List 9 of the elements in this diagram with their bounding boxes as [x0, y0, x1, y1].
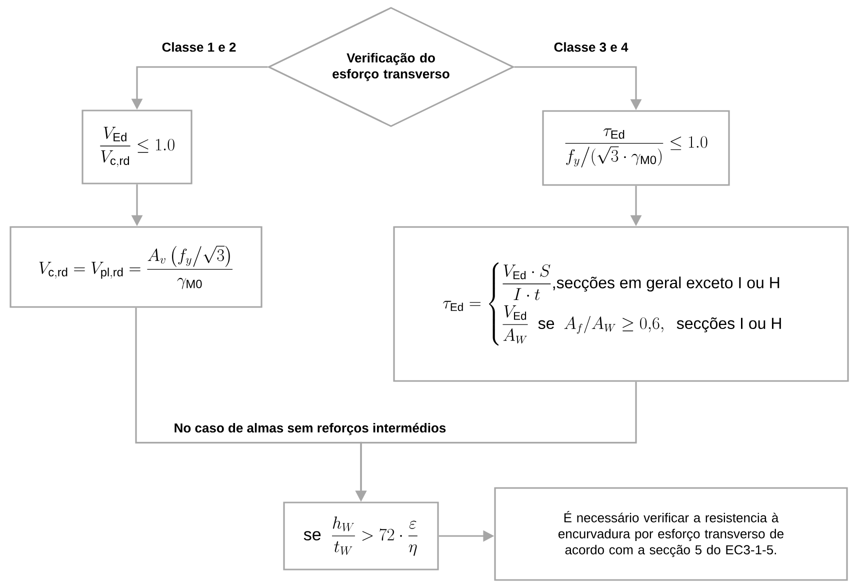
- formula-box: $\text{se }\ \dfrac{h_{W}}{t_{W}} > 72\cdot\dfrac{\varepsilon}{\eta}$: [283, 502, 439, 570]
- edge-label: Classe 1 e 2: [162, 42, 236, 52]
- edge-label: No caso de almas sem reforços intermédios: [174, 422, 446, 436]
- note-box: É necessário verificar a resistencia à encurvadura por esforço transverso de acordo com a secção 5 do EC3-1-5.: [494, 487, 848, 581]
- formula-box: $V_{\mathrm{c,rd}} = V_{\mathrm{pl,rd}} = \dfrac{A_{v}\left(f_{y}\big/\sqrt{3}\right)}{\gamma_{\mathrm{M0}}}$: [10, 226, 262, 308]
- formula-box: $\tau_{\mathrm{Ed}} = \begin{cases} \dfrac{V_{\mathrm{Ed}}\cdot S}{I\cdot t}\text{,secções em geral exceto I ou H} \\[10pt] \dfrac{V_{\mathrm{Ed}}}{A_{W}}\ \text{ se }\ A_{f}/A_{W}\geq 0{,}6,\ \text{ secções I ou H} \end{cases}$: [393, 226, 849, 382]
- formula-box: $\dfrac{\tau_{\mathrm{Ed}}}{f_{y}\big/(\sqrt{3}\cdot\gamma_{\mathrm{M0}})}\leq 1.0$: [542, 110, 730, 186]
- edge-label: Classe 3 e 4: [554, 42, 628, 52]
- formula-box: $\dfrac{V_{\mathrm{Ed}}}{V_{\mathrm{c,rd}}}\leq 1.0$: [82, 110, 192, 184]
